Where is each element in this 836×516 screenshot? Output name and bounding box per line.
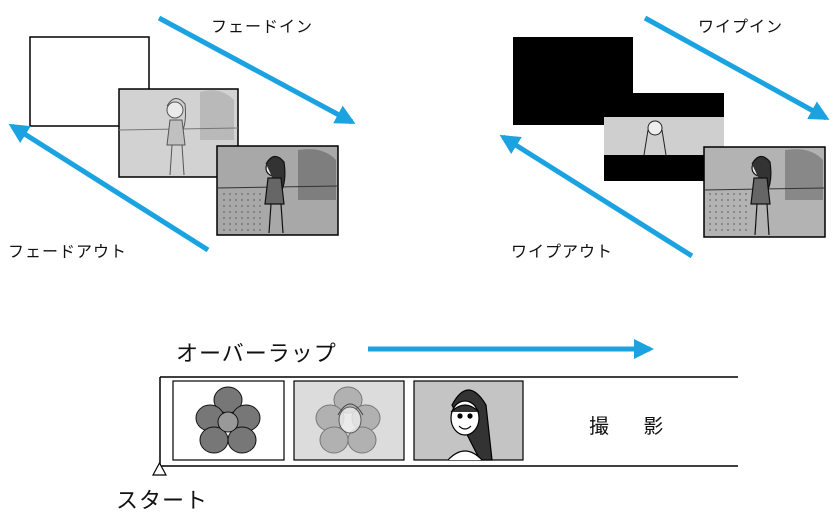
- overlap-section: [151, 339, 738, 476]
- fade-out-label: フェードアウト: [8, 242, 128, 261]
- overlap-label: オーバーラップ: [176, 342, 337, 367]
- fade-front-girl-icon: [264, 155, 286, 234]
- flower-icon: [195, 386, 261, 454]
- fade-mid-girl-icon: [166, 98, 186, 176]
- film-frame-girl: [413, 380, 524, 461]
- wipe-in-arrow: [643, 15, 830, 121]
- fade-mid-frame: [118, 88, 239, 178]
- fade-front-frame: [216, 145, 339, 236]
- fade-in-label: フェードイン: [211, 17, 314, 36]
- record-label: 撮 影: [589, 414, 678, 438]
- overlap-face-icon: [337, 403, 364, 434]
- wipe-in-label: ワイプイン: [698, 17, 784, 36]
- start-marker-icon: [151, 461, 168, 476]
- wipe-front-girl-icon: [750, 155, 772, 236]
- wipe-out-label: ワイプアウト: [511, 242, 614, 261]
- girl-portrait-icon: [447, 389, 493, 461]
- fade-in-arrow: [157, 15, 356, 125]
- film-frame-flower: [172, 380, 285, 461]
- film-frame-overlap: [293, 380, 405, 461]
- film-strip: [151, 376, 738, 476]
- wipe-section: [499, 15, 830, 259]
- wipe-out-arrow: [499, 134, 694, 259]
- fade-out-arrow: [8, 123, 210, 253]
- fade-section: [8, 15, 356, 253]
- start-label: スタート: [116, 489, 209, 514]
- wipe-front-frame: [703, 146, 826, 238]
